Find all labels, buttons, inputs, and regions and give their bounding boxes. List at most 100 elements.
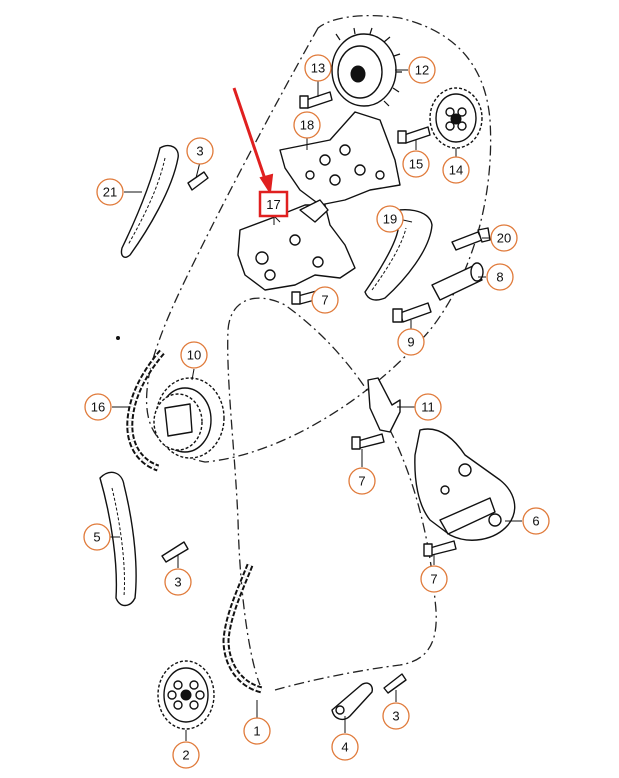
callout-circle — [414, 393, 442, 421]
callout-label: 11 — [421, 400, 435, 415]
callout-circle — [186, 137, 214, 165]
callout-c5: 5 — [83, 523, 111, 551]
callout-17-label: 17 — [266, 197, 280, 212]
callout-circle — [397, 328, 425, 356]
bracket-11 — [367, 377, 401, 433]
callout-label: 9 — [407, 335, 414, 350]
callout-circle — [172, 741, 200, 769]
callout-c3b: 3 — [164, 568, 192, 596]
callout-label: 7 — [358, 474, 365, 489]
callout-17-highlight: 17 — [258, 190, 289, 218]
callout-label: 19 — [383, 212, 397, 227]
callout-label: 10 — [187, 348, 201, 363]
tensioner-housing-6 — [414, 428, 516, 541]
callout-c18: 18 — [293, 111, 321, 139]
callout-circle — [331, 733, 359, 761]
pin-3-lower — [383, 673, 407, 694]
bolt-20 — [451, 227, 491, 251]
stray-dot — [116, 336, 120, 340]
callout-label: 5 — [93, 530, 100, 545]
callout-circle — [96, 178, 124, 206]
callout-c9: 9 — [397, 328, 425, 356]
callout-circle — [311, 286, 339, 314]
callout-c16: 16 — [84, 393, 112, 421]
chain-tensioner-17 — [237, 199, 356, 291]
callout-c15: 15 — [402, 150, 430, 178]
bolt-7-lower — [423, 540, 457, 557]
callout-c1: 1 — [243, 717, 271, 745]
callout-circle — [293, 111, 321, 139]
bolt-13 — [299, 91, 333, 109]
pin-3-upper — [187, 171, 209, 191]
callout-circle — [382, 702, 410, 730]
callout-c14: 14 — [442, 156, 470, 184]
callout-label: 14 — [449, 163, 463, 178]
callout-c11: 11 — [414, 393, 442, 421]
callout-label: 4 — [341, 740, 348, 755]
callout-label: 7 — [430, 572, 437, 587]
pin-3-middle — [161, 541, 189, 563]
callout-c13: 13 — [304, 54, 332, 82]
camshaft-adjuster-12 — [331, 27, 402, 107]
callout-circle — [180, 341, 208, 369]
callout-circle — [83, 523, 111, 551]
upper-chain-outline — [145, 14, 492, 463]
callout-circle — [408, 56, 436, 84]
bolt-9 — [392, 302, 432, 323]
callout-label: 7 — [321, 293, 328, 308]
callout-label: 2 — [182, 748, 189, 763]
callout-c3a: 3 — [186, 137, 214, 165]
callout-circle — [442, 156, 470, 184]
callout-label: 3 — [196, 144, 203, 159]
callout-circle — [420, 565, 448, 593]
callout-label: 6 — [532, 514, 539, 529]
callout-label: 20 — [497, 231, 511, 246]
callout-circle — [84, 393, 112, 421]
tensioner-piston-4 — [331, 682, 374, 721]
callout-c8: 8 — [486, 263, 514, 291]
guide-rail-5 — [99, 471, 137, 607]
chain-links-lower — [222, 563, 263, 694]
callout-circle — [522, 507, 550, 535]
callout-label: 8 — [496, 270, 503, 285]
callout-circle — [243, 717, 271, 745]
callout-label: 3 — [392, 709, 399, 724]
callout-label: 18 — [300, 118, 314, 133]
callout-circle — [490, 224, 518, 252]
callout-c2: 2 — [172, 741, 200, 769]
leader-lines — [110, 69, 522, 741]
callout-circle — [304, 54, 332, 82]
callout-c7a: 7 — [311, 286, 339, 314]
callout-label: 13 — [311, 61, 325, 76]
callout-label: 21 — [103, 185, 117, 200]
callout-c19: 19 — [376, 205, 404, 233]
callout-c10: 10 — [180, 341, 208, 369]
tensioner-plunger-8 — [431, 262, 484, 301]
callout-label: 12 — [415, 63, 429, 78]
sprocket-14 — [429, 87, 483, 149]
double-sprocket-10 — [153, 377, 225, 459]
tensioner-plate-18 — [279, 111, 401, 206]
bolt-15 — [397, 126, 431, 144]
callout-c7b: 7 — [348, 467, 376, 495]
callout-circle — [486, 263, 514, 291]
callout-label: 3 — [174, 575, 181, 590]
highlight-arrow — [232, 87, 274, 195]
callout-c7c: 7 — [420, 565, 448, 593]
callout-circle — [164, 568, 192, 596]
bolt-7-middle — [351, 433, 385, 450]
callout-c21: 21 — [96, 178, 124, 206]
callout-label: 15 — [409, 157, 423, 172]
callout-c3c: 3 — [382, 702, 410, 730]
callout-circle — [376, 205, 404, 233]
callout-c12: 12 — [408, 56, 436, 84]
callout-c20: 20 — [490, 224, 518, 252]
callout-label: 16 — [91, 400, 105, 415]
lower-chain-outline — [227, 297, 437, 691]
guide-rail-21 — [120, 144, 179, 258]
crankshaft-sprocket-2 — [157, 660, 215, 730]
callout-circle — [348, 467, 376, 495]
chain-links-upper — [126, 349, 165, 472]
